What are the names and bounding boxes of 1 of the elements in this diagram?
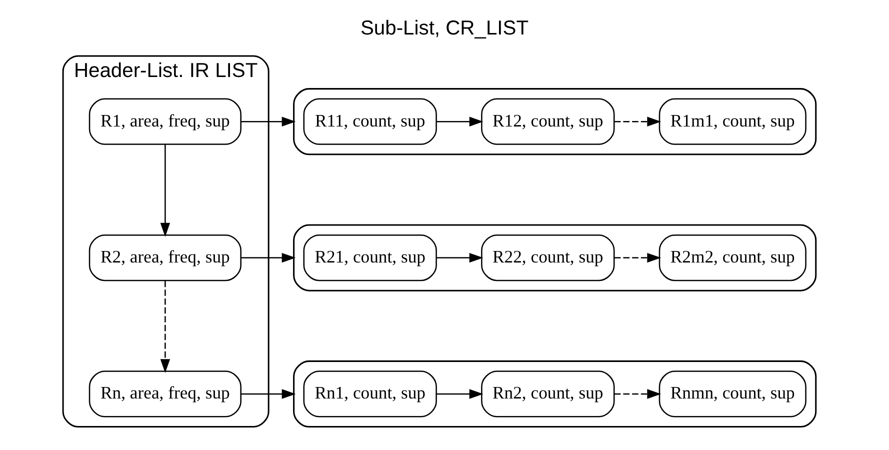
diagram-title: Sub-List, CR_LIST [360, 17, 529, 40]
